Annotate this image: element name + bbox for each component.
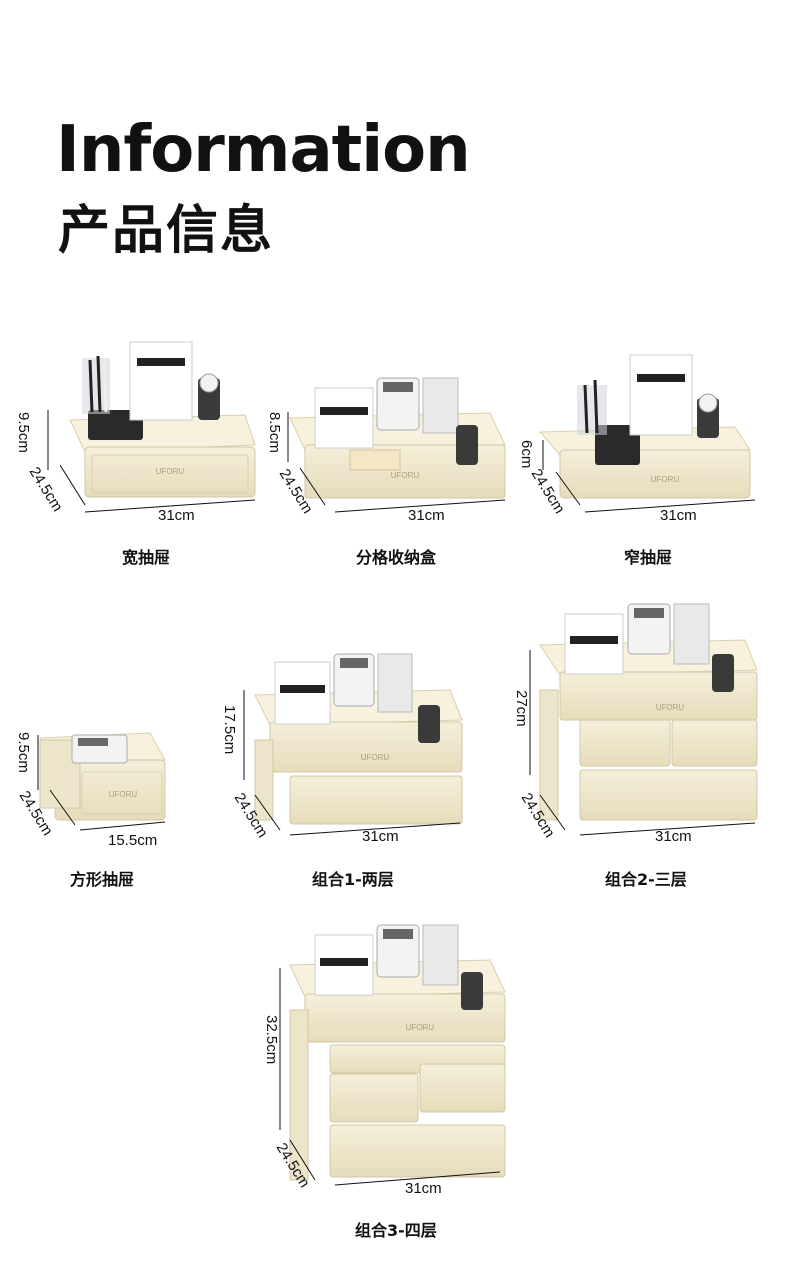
combo-two-tier-image: UFORU: [254, 653, 463, 825]
wide-drawer-image: UFORU: [69, 341, 256, 498]
height-label: 17.5cm: [221, 705, 238, 755]
brand-mark: UFORU: [109, 790, 138, 799]
brand-mark: UFORU: [361, 753, 390, 762]
divided-box-image: UFORU: [289, 377, 506, 499]
page-title-en: Information: [56, 113, 471, 187]
height-label: 8.5cm: [266, 412, 283, 453]
product-name: 宽抽屉: [122, 548, 171, 567]
combo-four-tier-image: UFORU: [289, 924, 506, 1181]
width-label: 31cm: [655, 828, 692, 845]
brand-mark: UFORU: [406, 1023, 435, 1032]
product-name: 组合2-三层: [605, 870, 687, 889]
width-label: 31cm: [158, 507, 195, 524]
height-label: 9.5cm: [15, 732, 32, 773]
narrow-drawer-image: UFORU: [538, 354, 751, 499]
width-label: 31cm: [362, 828, 399, 845]
page-title-zh: 产品信息: [58, 201, 275, 261]
product-name: 窄抽屉: [624, 548, 673, 567]
combo-three-tier-image: UFORU: [539, 603, 758, 821]
brand-mark: UFORU: [656, 703, 685, 712]
brand-mark: UFORU: [651, 475, 680, 484]
width-label: 31cm: [408, 507, 445, 524]
height-label: 27cm: [513, 690, 530, 727]
dimension-lines: [37, 410, 756, 1186]
height-label: 9.5cm: [15, 412, 32, 453]
height-label: 32.5cm: [263, 1015, 280, 1065]
product-name: 组合1-两层: [312, 870, 394, 889]
brand-mark: UFORU: [391, 471, 420, 480]
product-name: 分格收纳盒: [356, 548, 437, 567]
product-name: 组合3-四层: [355, 1221, 437, 1240]
brand-mark: UFORU: [156, 467, 185, 476]
width-label: 15.5cm: [108, 832, 158, 849]
width-label: 31cm: [660, 507, 697, 524]
square-drawer-image: UFORU: [39, 732, 166, 821]
width-label: 31cm: [405, 1180, 442, 1197]
product-name: 方形抽屉: [70, 870, 135, 889]
height-label: 6cm: [518, 440, 535, 469]
